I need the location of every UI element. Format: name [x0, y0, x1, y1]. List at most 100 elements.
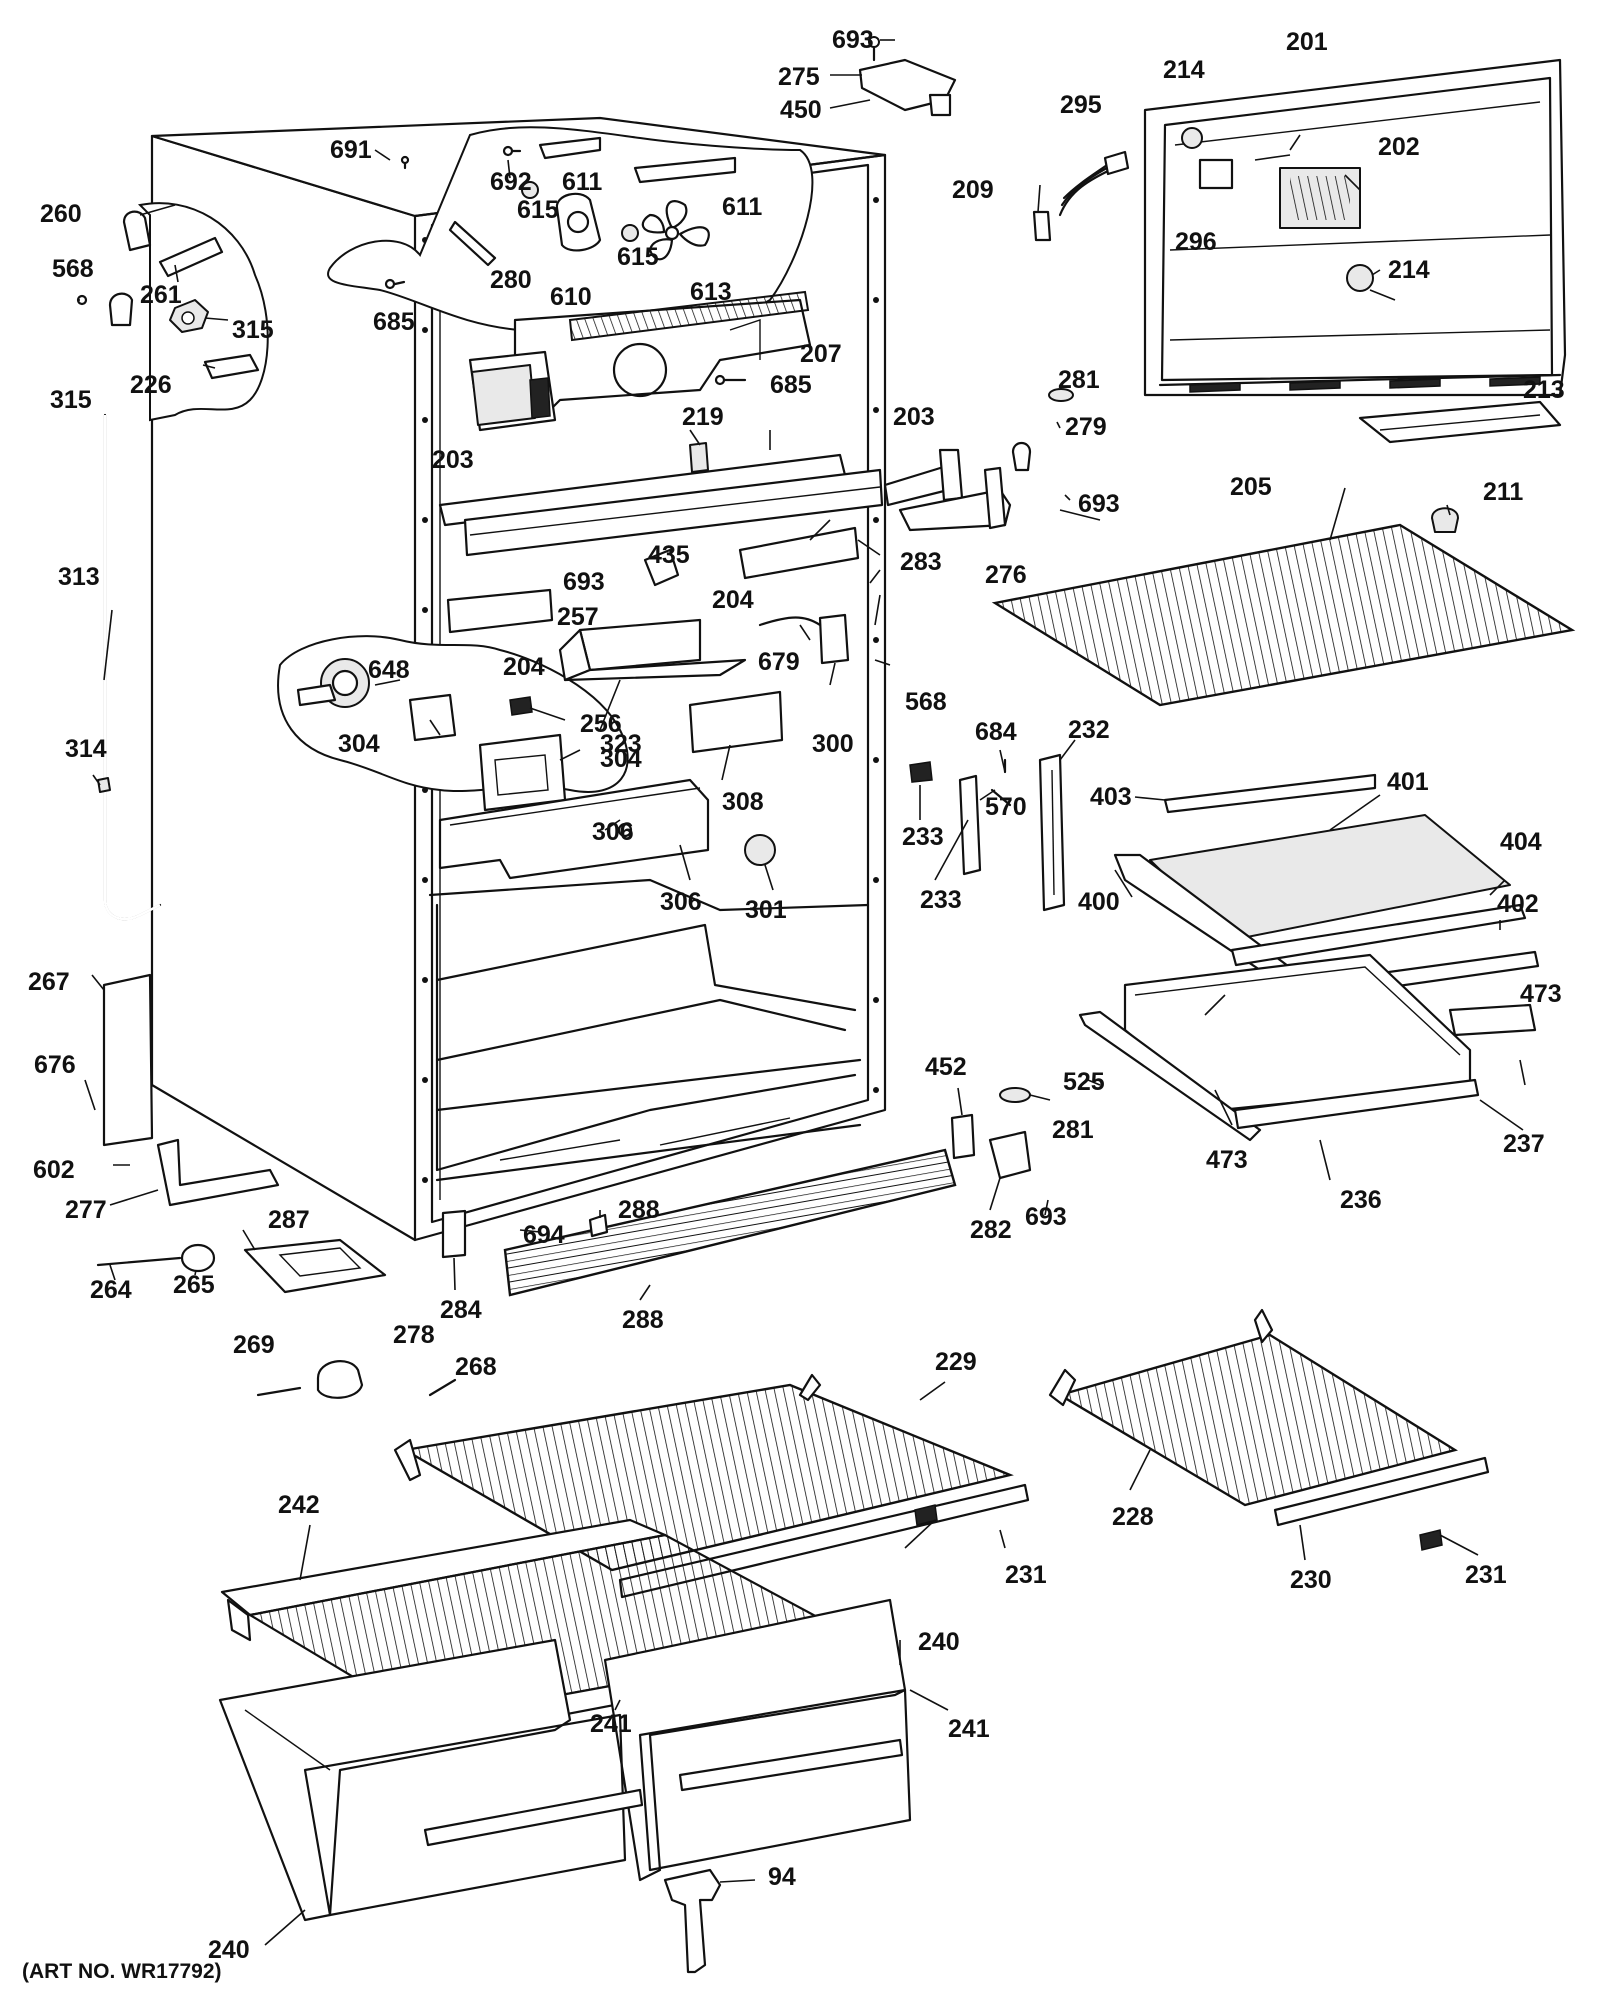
callout-257: 257 — [557, 603, 599, 631]
callout-684: 684 — [975, 718, 1017, 746]
callout-261: 261 — [140, 281, 182, 309]
callout-610: 610 — [550, 283, 592, 311]
callout-233-b: 233 — [920, 886, 962, 914]
callout-278: 278 — [393, 1321, 435, 1349]
callout-295: 295 — [1060, 91, 1102, 119]
callout-313: 313 — [58, 563, 100, 591]
callout-207: 207 — [800, 340, 842, 368]
glass-shelf-right — [1048, 1308, 1490, 1551]
callout-231-b: 231 — [1465, 1561, 1507, 1589]
callout-308: 308 — [722, 788, 764, 816]
callout-214-a: 214 — [1163, 56, 1205, 84]
callout-568-mid: 568 — [905, 688, 947, 716]
callout-473-b: 473 — [1520, 980, 1562, 1008]
callout-315-a: 315 — [232, 316, 274, 344]
callout-648: 648 — [368, 656, 410, 684]
trim-strips — [438, 453, 884, 557]
meat-drawer-assembly — [1078, 953, 1537, 1142]
callout-260: 260 — [40, 200, 82, 228]
callout-473-a: 473 — [1206, 1146, 1248, 1174]
callout-304-a: 304 — [338, 730, 380, 758]
callout-315-b: 315 — [50, 386, 92, 414]
callout-602: 602 — [33, 1156, 75, 1184]
callout-691: 691 — [330, 136, 372, 164]
callout-219: 219 — [682, 403, 724, 431]
callout-306-b: 306 — [660, 888, 702, 916]
callout-306-a: 306 — [592, 818, 634, 846]
callout-275: 275 — [778, 63, 820, 91]
callout-679: 679 — [758, 648, 800, 676]
leveling-leg — [663, 1868, 722, 1974]
callout-277: 277 — [65, 1196, 107, 1224]
callout-211: 211 — [1483, 478, 1523, 506]
callout-296: 296 — [1175, 228, 1217, 256]
callout-279: 279 — [1065, 413, 1107, 441]
callout-452: 452 — [925, 1053, 967, 1081]
callout-613: 613 — [690, 278, 732, 306]
callout-304-b: 304 — [600, 745, 642, 773]
callout-228: 228 — [1112, 1503, 1154, 1531]
callout-204-a: 204 — [712, 586, 754, 614]
callout-435: 435 — [648, 541, 690, 569]
callout-267: 267 — [28, 968, 70, 996]
callout-314: 314 — [65, 735, 107, 763]
callout-281-bottom: 281 — [1052, 1116, 1094, 1144]
callout-685-a: 685 — [373, 308, 415, 336]
control-components — [296, 526, 860, 880]
callout-693-top: 693 — [832, 26, 874, 54]
callout-615-b: 615 — [617, 243, 659, 271]
callout-323: 323 — [600, 730, 642, 758]
callout-232: 232 — [1068, 716, 1110, 744]
callout-281-top: 281 — [1058, 366, 1100, 394]
callout-236: 236 — [1340, 1186, 1382, 1214]
callout-201: 201 — [1286, 28, 1328, 56]
callout-570: 570 — [985, 793, 1027, 821]
callout-94: 94 — [768, 1863, 796, 1891]
callout-615-a: 615 — [517, 196, 559, 224]
wire-shelf-freezer — [991, 523, 1576, 707]
callout-693-liner: 693 — [563, 568, 605, 596]
callout-283: 283 — [900, 548, 942, 576]
callout-205: 205 — [1230, 473, 1272, 501]
callout-276: 276 — [985, 561, 1027, 589]
callout-282: 282 — [970, 1216, 1012, 1244]
callout-214-b: 214 — [1388, 256, 1430, 284]
callout-268: 268 — [455, 1353, 497, 1381]
crisper-drawers — [218, 1598, 912, 1922]
callout-288-b: 288 — [622, 1306, 664, 1334]
callout-240-b: 240 — [208, 1936, 250, 1964]
callout-241-b: 241 — [590, 1710, 632, 1738]
callout-233-a: 233 — [902, 823, 944, 851]
callout-242: 242 — [278, 1491, 320, 1519]
callout-288-a: 288 — [618, 1196, 660, 1224]
callout-202: 202 — [1378, 133, 1420, 161]
callout-402: 402 — [1497, 890, 1539, 918]
hinge-hardware — [858, 36, 1074, 532]
callout-264: 264 — [90, 1276, 132, 1304]
callout-400: 400 — [1078, 888, 1120, 916]
callout-693-mid: 693 — [1078, 490, 1120, 518]
callout-287: 287 — [268, 1206, 310, 1234]
callout-403: 403 — [1090, 783, 1132, 811]
callout-203-left: 203 — [432, 446, 474, 474]
callout-265: 265 — [173, 1271, 215, 1299]
ice-tray-and-small-parts — [1032, 150, 1562, 533]
callout-280: 280 — [490, 266, 532, 294]
door-gasket-and-panels — [96, 413, 467, 1399]
callout-693-bottom: 693 — [1025, 1203, 1067, 1231]
callout-231-a: 231 — [1005, 1561, 1047, 1589]
callout-685-b: 685 — [770, 371, 812, 399]
callout-401: 401 — [1387, 768, 1429, 796]
callout-204-b: 204 — [503, 653, 545, 681]
callout-404: 404 — [1500, 828, 1542, 856]
callout-226: 226 — [130, 371, 172, 399]
callout-213: 213 — [1523, 376, 1565, 404]
callout-694: 694 — [523, 1221, 565, 1249]
callout-labels: 693 275 450 691 692 611 611 615 615 610 … — [22, 26, 1565, 1983]
callout-525: 525 — [1063, 1068, 1105, 1096]
callout-269: 269 — [233, 1331, 275, 1359]
fan-and-duct-assembly — [384, 136, 812, 473]
callout-450: 450 — [780, 96, 822, 124]
callout-240-a: 240 — [918, 1628, 960, 1656]
